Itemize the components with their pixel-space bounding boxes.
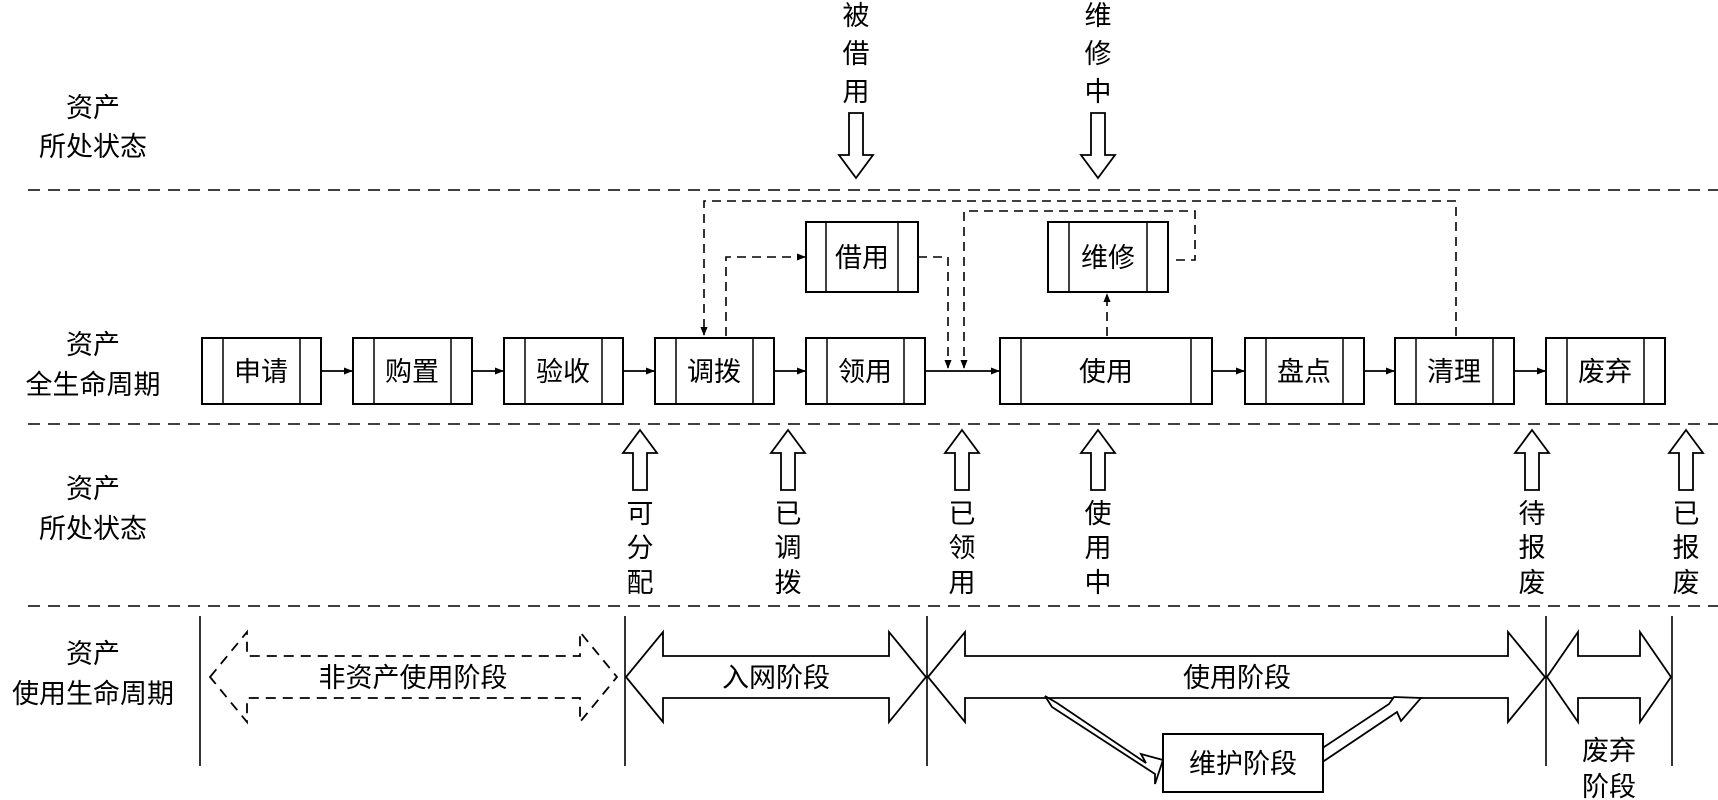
state-arrow-pending-scrap: 待 报 废 bbox=[1513, 428, 1551, 599]
phase-boundaries bbox=[199, 616, 1673, 766]
svg-text:报: 报 bbox=[1673, 533, 1700, 564]
side-step-repair: 维修 bbox=[1047, 221, 1169, 293]
svg-text:已: 已 bbox=[949, 499, 976, 530]
svg-text:资产: 资产 bbox=[66, 474, 120, 505]
svg-text:阶段: 阶段 bbox=[1582, 772, 1636, 800]
svg-text:废: 废 bbox=[1519, 568, 1546, 599]
svg-text:所处状态: 所处状态 bbox=[39, 132, 147, 163]
svg-text:废弃: 废弃 bbox=[1578, 357, 1632, 388]
process-step-allocation: 调拨 bbox=[654, 337, 775, 405]
state-arrow-received: 已 领 用 bbox=[943, 428, 981, 599]
svg-text:资产: 资产 bbox=[66, 330, 120, 361]
svg-text:领用: 领用 bbox=[838, 357, 892, 388]
svg-text:维护阶段: 维护阶段 bbox=[1189, 749, 1297, 780]
svg-text:拨: 拨 bbox=[775, 568, 802, 599]
svg-text:盘点: 盘点 bbox=[1277, 357, 1331, 388]
process-step-apply: 申请 bbox=[201, 337, 322, 405]
svg-text:修: 修 bbox=[1085, 39, 1112, 70]
phase-network-entry: 入网阶段 bbox=[624, 629, 928, 725]
svg-text:分: 分 bbox=[627, 533, 654, 564]
svg-text:资产: 资产 bbox=[66, 639, 120, 670]
phase-use: 使用阶段 bbox=[926, 629, 1547, 725]
process-step-scrap: 废弃 bbox=[1545, 337, 1666, 405]
svg-text:配: 配 bbox=[627, 568, 654, 599]
svg-text:资产: 资产 bbox=[66, 93, 120, 124]
state-arrow-under-repair: 维 修 中 bbox=[1079, 1, 1117, 180]
svg-text:中: 中 bbox=[1085, 568, 1112, 599]
svg-text:废弃: 废弃 bbox=[1582, 736, 1636, 767]
process-step-receive: 领用 bbox=[805, 337, 926, 405]
svg-text:用: 用 bbox=[949, 568, 976, 599]
phase-disposal-label: 废弃 阶段 bbox=[1582, 736, 1636, 800]
phase-disposal-arrow bbox=[1545, 629, 1673, 725]
state-arrow-scrapped: 已 报 废 bbox=[1667, 428, 1705, 599]
svg-text:被: 被 bbox=[843, 1, 870, 32]
process-step-acceptance: 验收 bbox=[503, 337, 624, 405]
svg-text:非资产使用阶段: 非资产使用阶段 bbox=[319, 663, 508, 694]
svg-text:领: 领 bbox=[949, 533, 976, 564]
state-arrow-in-use: 使 用 中 bbox=[1079, 428, 1117, 599]
svg-text:已: 已 bbox=[775, 499, 802, 530]
process-step-inventory: 盘点 bbox=[1244, 337, 1365, 405]
svg-text:清理: 清理 bbox=[1427, 357, 1481, 388]
state-arrow-allocated: 已 调 拨 bbox=[769, 428, 807, 599]
svg-text:待: 待 bbox=[1519, 499, 1546, 530]
row-label-bottom-state: 资产 所处状态 bbox=[39, 474, 147, 545]
process-step-cleanup: 清理 bbox=[1394, 337, 1515, 405]
svg-text:调拨: 调拨 bbox=[687, 357, 741, 388]
side-step-borrow: 借用 bbox=[805, 221, 919, 293]
svg-text:调: 调 bbox=[775, 533, 802, 564]
svg-text:维: 维 bbox=[1085, 1, 1112, 32]
svg-text:全生命周期: 全生命周期 bbox=[26, 370, 161, 401]
svg-text:使用阶段: 使用阶段 bbox=[1183, 663, 1291, 694]
row-label-use-lifecycle: 资产 使用生命周期 bbox=[12, 639, 174, 710]
process-step-use: 使用 bbox=[999, 337, 1213, 405]
separator-lines bbox=[28, 189, 1718, 607]
phase-maintenance: 维护阶段 bbox=[1162, 733, 1324, 793]
state-arrow-borrowed: 被 借 用 bbox=[837, 1, 875, 180]
state-arrow-allocatable: 可 分 配 bbox=[621, 428, 659, 599]
maintenance-loop bbox=[1044, 695, 1423, 785]
svg-text:所处状态: 所处状态 bbox=[39, 514, 147, 545]
svg-text:维修: 维修 bbox=[1081, 243, 1135, 274]
process-step-purchase: 购置 bbox=[352, 337, 473, 405]
svg-text:已: 已 bbox=[1673, 499, 1700, 530]
svg-text:报: 报 bbox=[1519, 533, 1546, 564]
svg-text:可: 可 bbox=[627, 499, 654, 530]
row-label-full-lifecycle: 资产 全生命周期 bbox=[26, 330, 161, 401]
svg-text:中: 中 bbox=[1085, 77, 1112, 108]
dashed-paths bbox=[700, 200, 1457, 369]
row-label-top-state: 资产 所处状态 bbox=[39, 93, 147, 163]
svg-text:借: 借 bbox=[843, 39, 870, 70]
svg-text:废: 废 bbox=[1673, 568, 1700, 599]
svg-text:购置: 购置 bbox=[385, 357, 439, 388]
svg-text:使用生命周期: 使用生命周期 bbox=[12, 679, 174, 710]
svg-text:借用: 借用 bbox=[835, 243, 889, 274]
svg-text:使: 使 bbox=[1085, 499, 1112, 530]
svg-text:使用: 使用 bbox=[1079, 357, 1133, 388]
phase-non-use: 非资产使用阶段 bbox=[208, 629, 619, 725]
svg-text:验收: 验收 bbox=[536, 357, 590, 388]
svg-text:用: 用 bbox=[843, 77, 870, 108]
svg-text:入网阶段: 入网阶段 bbox=[722, 663, 830, 694]
svg-text:用: 用 bbox=[1085, 533, 1112, 564]
svg-text:申请: 申请 bbox=[234, 357, 288, 388]
